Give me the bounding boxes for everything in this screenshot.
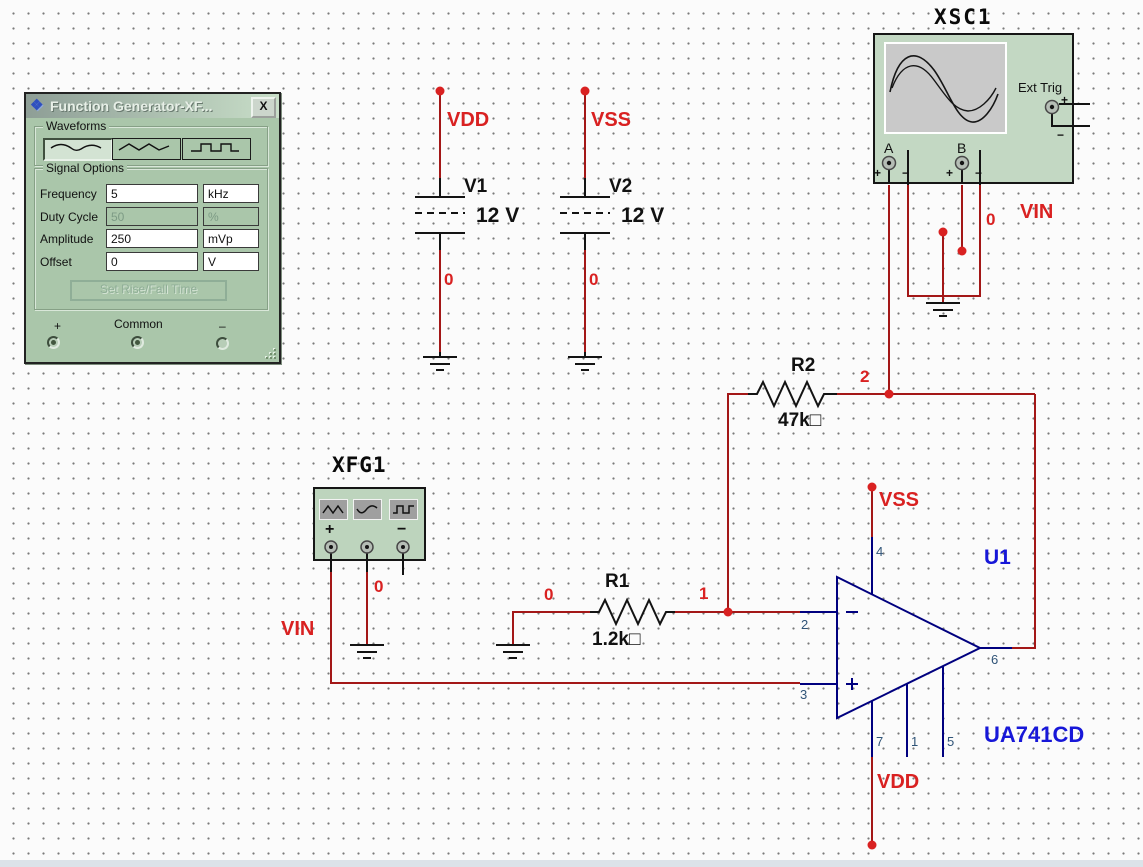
- signal-options-group: Signal Options: [34, 162, 268, 310]
- signal-options-group-label: Signal Options: [43, 162, 128, 174]
- square-wave-icon: [191, 143, 239, 152]
- duty-cycle-input: 50: [106, 207, 198, 226]
- net-label-vss-mid[interactable]: VSS: [879, 489, 920, 511]
- triangle-wave-icon: [118, 143, 170, 151]
- v2-ref[interactable]: V2: [609, 176, 633, 197]
- u1-pin-1: 1: [911, 734, 919, 749]
- ground-symbol[interactable]: [350, 302, 960, 659]
- waveforms-group: Waveforms: [34, 120, 268, 166]
- terminal-posts[interactable]: [324, 99, 1060, 554]
- close-icon[interactable]: X: [251, 97, 276, 118]
- u1-pin-4: 4: [876, 544, 884, 559]
- net-number-0-r1[interactable]: 0: [544, 585, 554, 604]
- offset-unit-field[interactable]: V: [203, 252, 259, 271]
- frequency-unit-field[interactable]: kHz: [203, 184, 259, 203]
- v2-value[interactable]: 12 V: [621, 204, 665, 227]
- noninverting-input-plus-icon: [846, 678, 858, 690]
- amplitude-label: Amplitude: [40, 232, 94, 246]
- common-terminal-label: Common: [114, 317, 163, 331]
- triangle-waveform-button[interactable]: [112, 138, 181, 160]
- sine-waveform-button[interactable]: [43, 138, 113, 161]
- net-number-0-xfg[interactable]: 0: [374, 577, 384, 596]
- net-number-0-v2[interactable]: 0: [589, 270, 599, 289]
- u1-pin-2: 2: [801, 617, 809, 632]
- sine-wave-icon: [353, 499, 382, 520]
- scope-sine-trace-icon: [889, 55, 999, 123]
- resize-grip[interactable]: [265, 348, 276, 359]
- battery-v2[interactable]: [560, 178, 610, 250]
- channel-b-plus-mark: +: [946, 166, 954, 180]
- r1-ref[interactable]: R1: [605, 571, 630, 592]
- amplitude-input[interactable]: 250: [106, 229, 198, 248]
- plus-terminal[interactable]: [47, 336, 60, 349]
- net-label-vss-top[interactable]: VSS: [591, 109, 632, 131]
- frequency-input[interactable]: 5: [106, 184, 198, 203]
- net-number-0-scope[interactable]: 0: [986, 210, 996, 229]
- duty-cycle-label: Duty Cycle: [40, 210, 99, 224]
- square-waveform-button[interactable]: [182, 138, 251, 160]
- r2-value[interactable]: 47k□: [778, 410, 822, 431]
- waveforms-group-label: Waveforms: [43, 120, 110, 132]
- common-terminal[interactable]: [131, 336, 144, 349]
- u1-part[interactable]: UA741CD: [984, 722, 1085, 747]
- net-number-2[interactable]: 2: [860, 367, 870, 386]
- oscilloscope-screen: [884, 42, 1007, 134]
- oscilloscope-icon[interactable]: [873, 33, 1074, 184]
- xfg-minus-mark: −: [397, 521, 407, 538]
- net-label-vdd-bottom[interactable]: VDD: [877, 771, 920, 793]
- plus-terminal-label: +: [54, 319, 62, 333]
- frequency-label: Frequency: [40, 187, 97, 201]
- resistor-r1[interactable]: [590, 597, 675, 627]
- function-generator-app-icon: ❖: [30, 97, 44, 114]
- sine-wave-icon: [50, 143, 102, 151]
- ext-trig-minus-mark: −: [1057, 128, 1065, 142]
- u1-pin-3: 3: [800, 687, 808, 702]
- r2-ref[interactable]: R2: [791, 355, 816, 376]
- ext-trig-label: Ext Trig: [1018, 80, 1063, 95]
- square-wave-icon: [389, 499, 418, 520]
- function-generator-leads[interactable]: [330, 553, 404, 575]
- triangle-wave-icon: [319, 499, 348, 520]
- dialog-title: Function Generator-XF...: [50, 98, 213, 114]
- net-number-1[interactable]: 1: [699, 584, 709, 603]
- net-label-vin-right[interactable]: VIN: [1020, 201, 1054, 223]
- net-label-vdd-top[interactable]: VDD: [447, 109, 490, 131]
- minus-terminal[interactable]: [216, 337, 229, 350]
- battery-v1[interactable]: [415, 178, 465, 250]
- set-rise-fall-time-button[interactable]: Set Rise/Fall Time: [70, 280, 227, 301]
- net-label-vin-left[interactable]: VIN: [281, 618, 315, 640]
- channel-a-plus-mark: +: [874, 166, 882, 180]
- r1-value[interactable]: 1.2k□: [592, 629, 641, 650]
- u1-pin-7: 7: [876, 734, 884, 749]
- v1-value[interactable]: 12 V: [476, 204, 520, 227]
- duty-cycle-unit-field: %: [203, 207, 259, 226]
- net-wires[interactable]: [330, 91, 1036, 845]
- u1-pin-6: 6: [991, 652, 999, 667]
- offset-input[interactable]: 0: [106, 252, 198, 271]
- function-generator-ref[interactable]: XFG1: [332, 453, 387, 477]
- net-number-0-v1[interactable]: 0: [444, 270, 454, 289]
- dialog-title-bar[interactable]: ❖ Function Generator-XF...: [26, 94, 279, 118]
- opamp-u1[interactable]: [800, 537, 1012, 757]
- oscilloscope-leads[interactable]: [888, 103, 1090, 185]
- u1-pin-5: 5: [947, 734, 955, 749]
- channel-b-label: B: [957, 140, 967, 156]
- channel-a-minus-mark: −: [902, 166, 910, 180]
- channel-a-label: A: [884, 140, 894, 156]
- v1-ref[interactable]: V1: [464, 176, 488, 197]
- canvas-bottom-edge: [0, 860, 1143, 867]
- resistor-r2[interactable]: [748, 379, 837, 409]
- junction-dots: [435, 86, 967, 850]
- channel-b-minus-mark: −: [975, 166, 983, 180]
- offset-label: Offset: [40, 255, 72, 269]
- oscilloscope-ref[interactable]: XSC1: [934, 5, 993, 29]
- ext-trig-plus-mark: +: [1061, 93, 1069, 107]
- u1-ref[interactable]: U1: [984, 546, 1011, 569]
- xfg-plus-mark: +: [325, 521, 335, 538]
- function-generator-dialog[interactable]: ❖ Function Generator-XF... X Waveforms S…: [24, 92, 281, 364]
- minus-terminal-label: –: [219, 319, 226, 333]
- amplitude-unit-field[interactable]: mVp: [203, 229, 259, 248]
